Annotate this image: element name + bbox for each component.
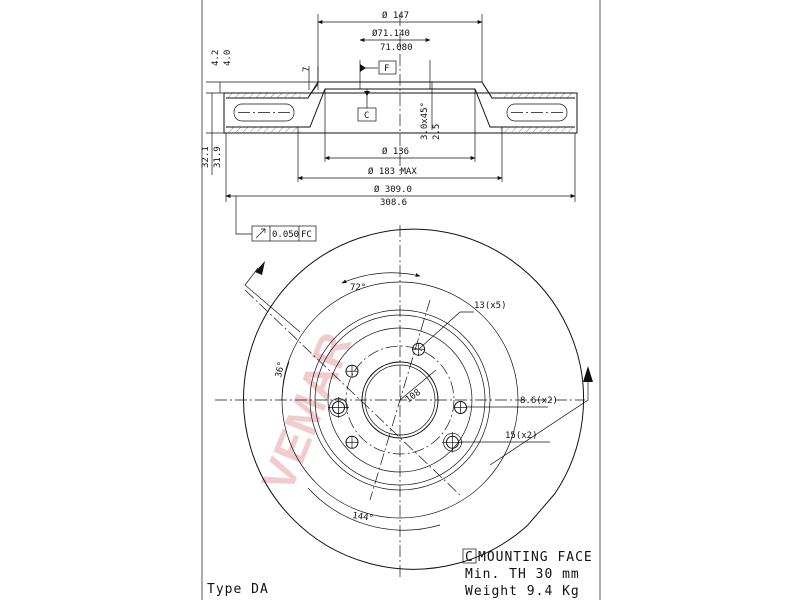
hatch-right-bottom xyxy=(500,127,575,132)
datum-c-box xyxy=(357,107,377,122)
locating-hole-left xyxy=(328,397,349,418)
dim-chamfer: 3.0x45° xyxy=(420,102,430,140)
front-view: 72° 36° 144° 13(x5) 108 8.6(x2) 15(x2) xyxy=(215,225,593,580)
hat-inner-profile xyxy=(301,88,500,128)
dim-3090: Ø 309.0 xyxy=(374,184,412,195)
disc-outer-edge xyxy=(243,228,585,570)
angle-36: 36° xyxy=(274,361,287,379)
vent-channel-right xyxy=(506,103,568,122)
mounting-face-marker: C xyxy=(465,550,474,565)
dim-42: 4.2 xyxy=(211,50,221,66)
dim-183: Ø 183 MAX xyxy=(368,166,417,177)
spec-block: C MOUNTING FACE Min. TH 30 mm Weight 9.4… xyxy=(462,548,593,599)
datum-f-box xyxy=(378,60,397,75)
dim-25: 2.5 xyxy=(432,124,442,140)
bolt-holes-callout: 13(x5) xyxy=(474,301,507,311)
runout-value: 0.050 xyxy=(272,230,299,240)
mounting-face-label: MOUNTING FACE xyxy=(478,550,593,565)
section-view: Ø 147 Ø71.140 71.080 F C 4.2 4.0 32.1 31… xyxy=(201,10,578,242)
dim-319: 31.9 xyxy=(213,146,223,168)
hat-top-profile xyxy=(301,81,500,99)
min-thickness: Min. TH 30 mm xyxy=(465,567,580,582)
dim-71140: Ø71.140 xyxy=(372,28,410,39)
hole-86-callout: 8.6(x2) xyxy=(520,396,558,406)
hatch-left-bottom xyxy=(226,127,301,132)
bolt-hole-2 xyxy=(345,364,359,378)
bolt-hole-5 xyxy=(454,401,467,414)
mounting-face-marker-box xyxy=(462,548,477,564)
datum-f: F xyxy=(384,64,389,74)
vent-channel-left xyxy=(233,103,295,122)
type-label: Type DA xyxy=(207,582,269,597)
dim-7: 7 xyxy=(302,67,312,72)
angle-144: 144° xyxy=(352,511,375,524)
watermark-text: VEMAR xyxy=(251,325,361,499)
bolt-hole-3 xyxy=(345,435,359,449)
bolt-hole-4 xyxy=(442,432,463,453)
runout-frame xyxy=(251,225,317,242)
datum-c: C xyxy=(364,111,369,121)
hatch-left-top xyxy=(226,93,301,98)
friction-ring-outline xyxy=(223,92,578,134)
dim-3086: 308.6 xyxy=(380,198,407,208)
dim-136: Ø 136 xyxy=(382,146,409,157)
runout-arrow-icon xyxy=(255,228,266,239)
bolt-hole-1 xyxy=(412,342,426,356)
dim-321: 32.1 xyxy=(201,146,211,168)
hatch-right-top xyxy=(500,93,575,98)
pcd-label: 108 xyxy=(404,388,423,406)
runout-ref: FC xyxy=(301,230,312,240)
dim-71080: 71.080 xyxy=(380,43,413,53)
dim-40: 4.0 xyxy=(223,50,233,66)
weight: Weight 9.4 Kg xyxy=(465,584,580,599)
hole-15-callout: 15(x2) xyxy=(505,431,538,441)
angle-72: 72° xyxy=(350,283,366,293)
dim-147: Ø 147 xyxy=(382,10,409,21)
